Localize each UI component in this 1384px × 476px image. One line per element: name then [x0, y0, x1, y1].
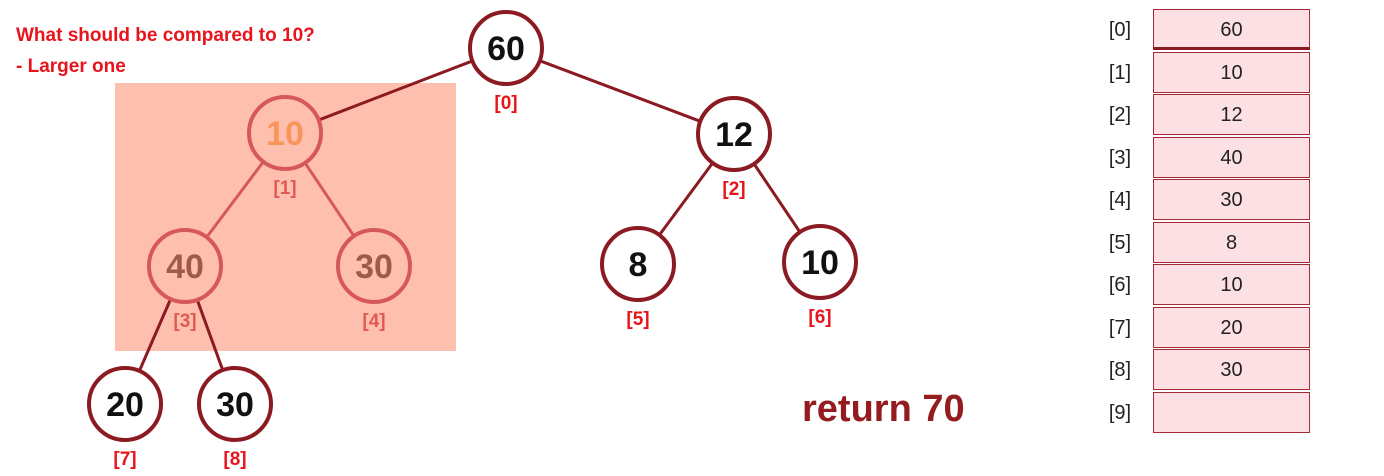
array-cell: 40: [1153, 136, 1310, 178]
tree-node-index: [3]: [173, 311, 196, 332]
tree-node-circle: [197, 366, 273, 442]
tree-node: 10 [6]: [782, 224, 858, 328]
tree-nodes: 60 [0] 10 [1] 12 [2] 40 [3] 30 [4] 8 [5] 10 [6] 20 [7] 3…: [87, 10, 858, 470]
array-cell: [1153, 391, 1310, 433]
tree-node-circle: [247, 95, 323, 171]
tree-node-circle: [468, 10, 544, 86]
tree-edge: [303, 162, 356, 237]
tree-edge: [658, 162, 714, 236]
array-cell: 10: [1153, 51, 1310, 93]
tree-node-index: [7]: [113, 449, 136, 470]
tree-node-circle: [782, 224, 858, 300]
tree-node-index: [5]: [626, 309, 649, 330]
tree-node-index: [0]: [494, 93, 517, 114]
array-cell: 12: [1153, 94, 1310, 135]
tree-node-value: 40: [166, 248, 204, 286]
tree-node: 20 [7]: [87, 366, 163, 470]
tree-edge: [195, 299, 225, 371]
array-cell: 20: [1153, 306, 1310, 348]
tree-edge: [137, 298, 173, 372]
array-index-label: [2]: [1108, 104, 1132, 126]
tree-node-value: 10: [801, 244, 839, 282]
tree-node-circle: [696, 96, 772, 172]
array-index-label: [0]: [1108, 19, 1132, 41]
tree-edge: [318, 59, 473, 122]
tree-node: 30 [8]: [197, 366, 273, 470]
tree-node-value: 30: [216, 386, 254, 424]
tree-node-index: [6]: [808, 307, 831, 328]
tree-node-circle: [600, 226, 676, 302]
tree-node-circle: [336, 228, 412, 304]
array-index-label: [4]: [1108, 189, 1132, 211]
array-index-label: [3]: [1108, 146, 1132, 169]
tree-node-value: 60: [487, 30, 525, 68]
tree-node: 60 [0]: [468, 10, 544, 114]
tree-node-value: 12: [715, 116, 753, 154]
tree-node-index: [4]: [362, 311, 385, 332]
question-line-2: - Larger one: [16, 56, 126, 77]
tree-node-value: 8: [629, 246, 648, 284]
array-cell: 10: [1153, 264, 1310, 305]
tree-node-value: 10: [266, 115, 304, 153]
array-cell: 60: [1153, 9, 1310, 50]
array-index-label: [8]: [1108, 359, 1132, 381]
tree-node-index: [1]: [273, 178, 296, 199]
highlighted-subtree-box: [115, 83, 456, 351]
array-index-label: [5]: [1108, 231, 1132, 254]
array-cell: 30: [1153, 179, 1310, 220]
tree-node-value: 20: [106, 386, 144, 424]
array-index-label: [1]: [1108, 61, 1132, 84]
array-cell: 8: [1153, 221, 1310, 263]
return-value-text: return 70: [802, 388, 965, 430]
tree-node-index: [2]: [722, 179, 745, 200]
tree-node: 8 [5]: [600, 226, 676, 330]
tree-node: 30 [4]: [336, 228, 412, 332]
tree-node-value: 30: [355, 248, 393, 286]
tree-node-circle: [87, 366, 163, 442]
array-index-label: [7]: [1108, 316, 1132, 339]
tree-edge: [205, 160, 265, 239]
tree-node: 12 [2]: [696, 96, 772, 200]
array-cell: 30: [1153, 349, 1310, 390]
tree-edge: [752, 163, 802, 233]
question-line-1: What should be compared to 10?: [16, 25, 315, 46]
tree-node-circle: [147, 228, 223, 304]
tree-edge: [539, 59, 701, 123]
array-index-label: [6]: [1108, 274, 1132, 296]
tree-edges: [137, 59, 802, 372]
tree-node: 40 [3]: [147, 228, 223, 332]
array-index-label: [9]: [1108, 401, 1132, 424]
tree-node-index: [8]: [223, 449, 246, 470]
question-text: What should be compared to 10? - Larger …: [16, 20, 315, 82]
tree-node: 10 [1]: [247, 95, 323, 199]
